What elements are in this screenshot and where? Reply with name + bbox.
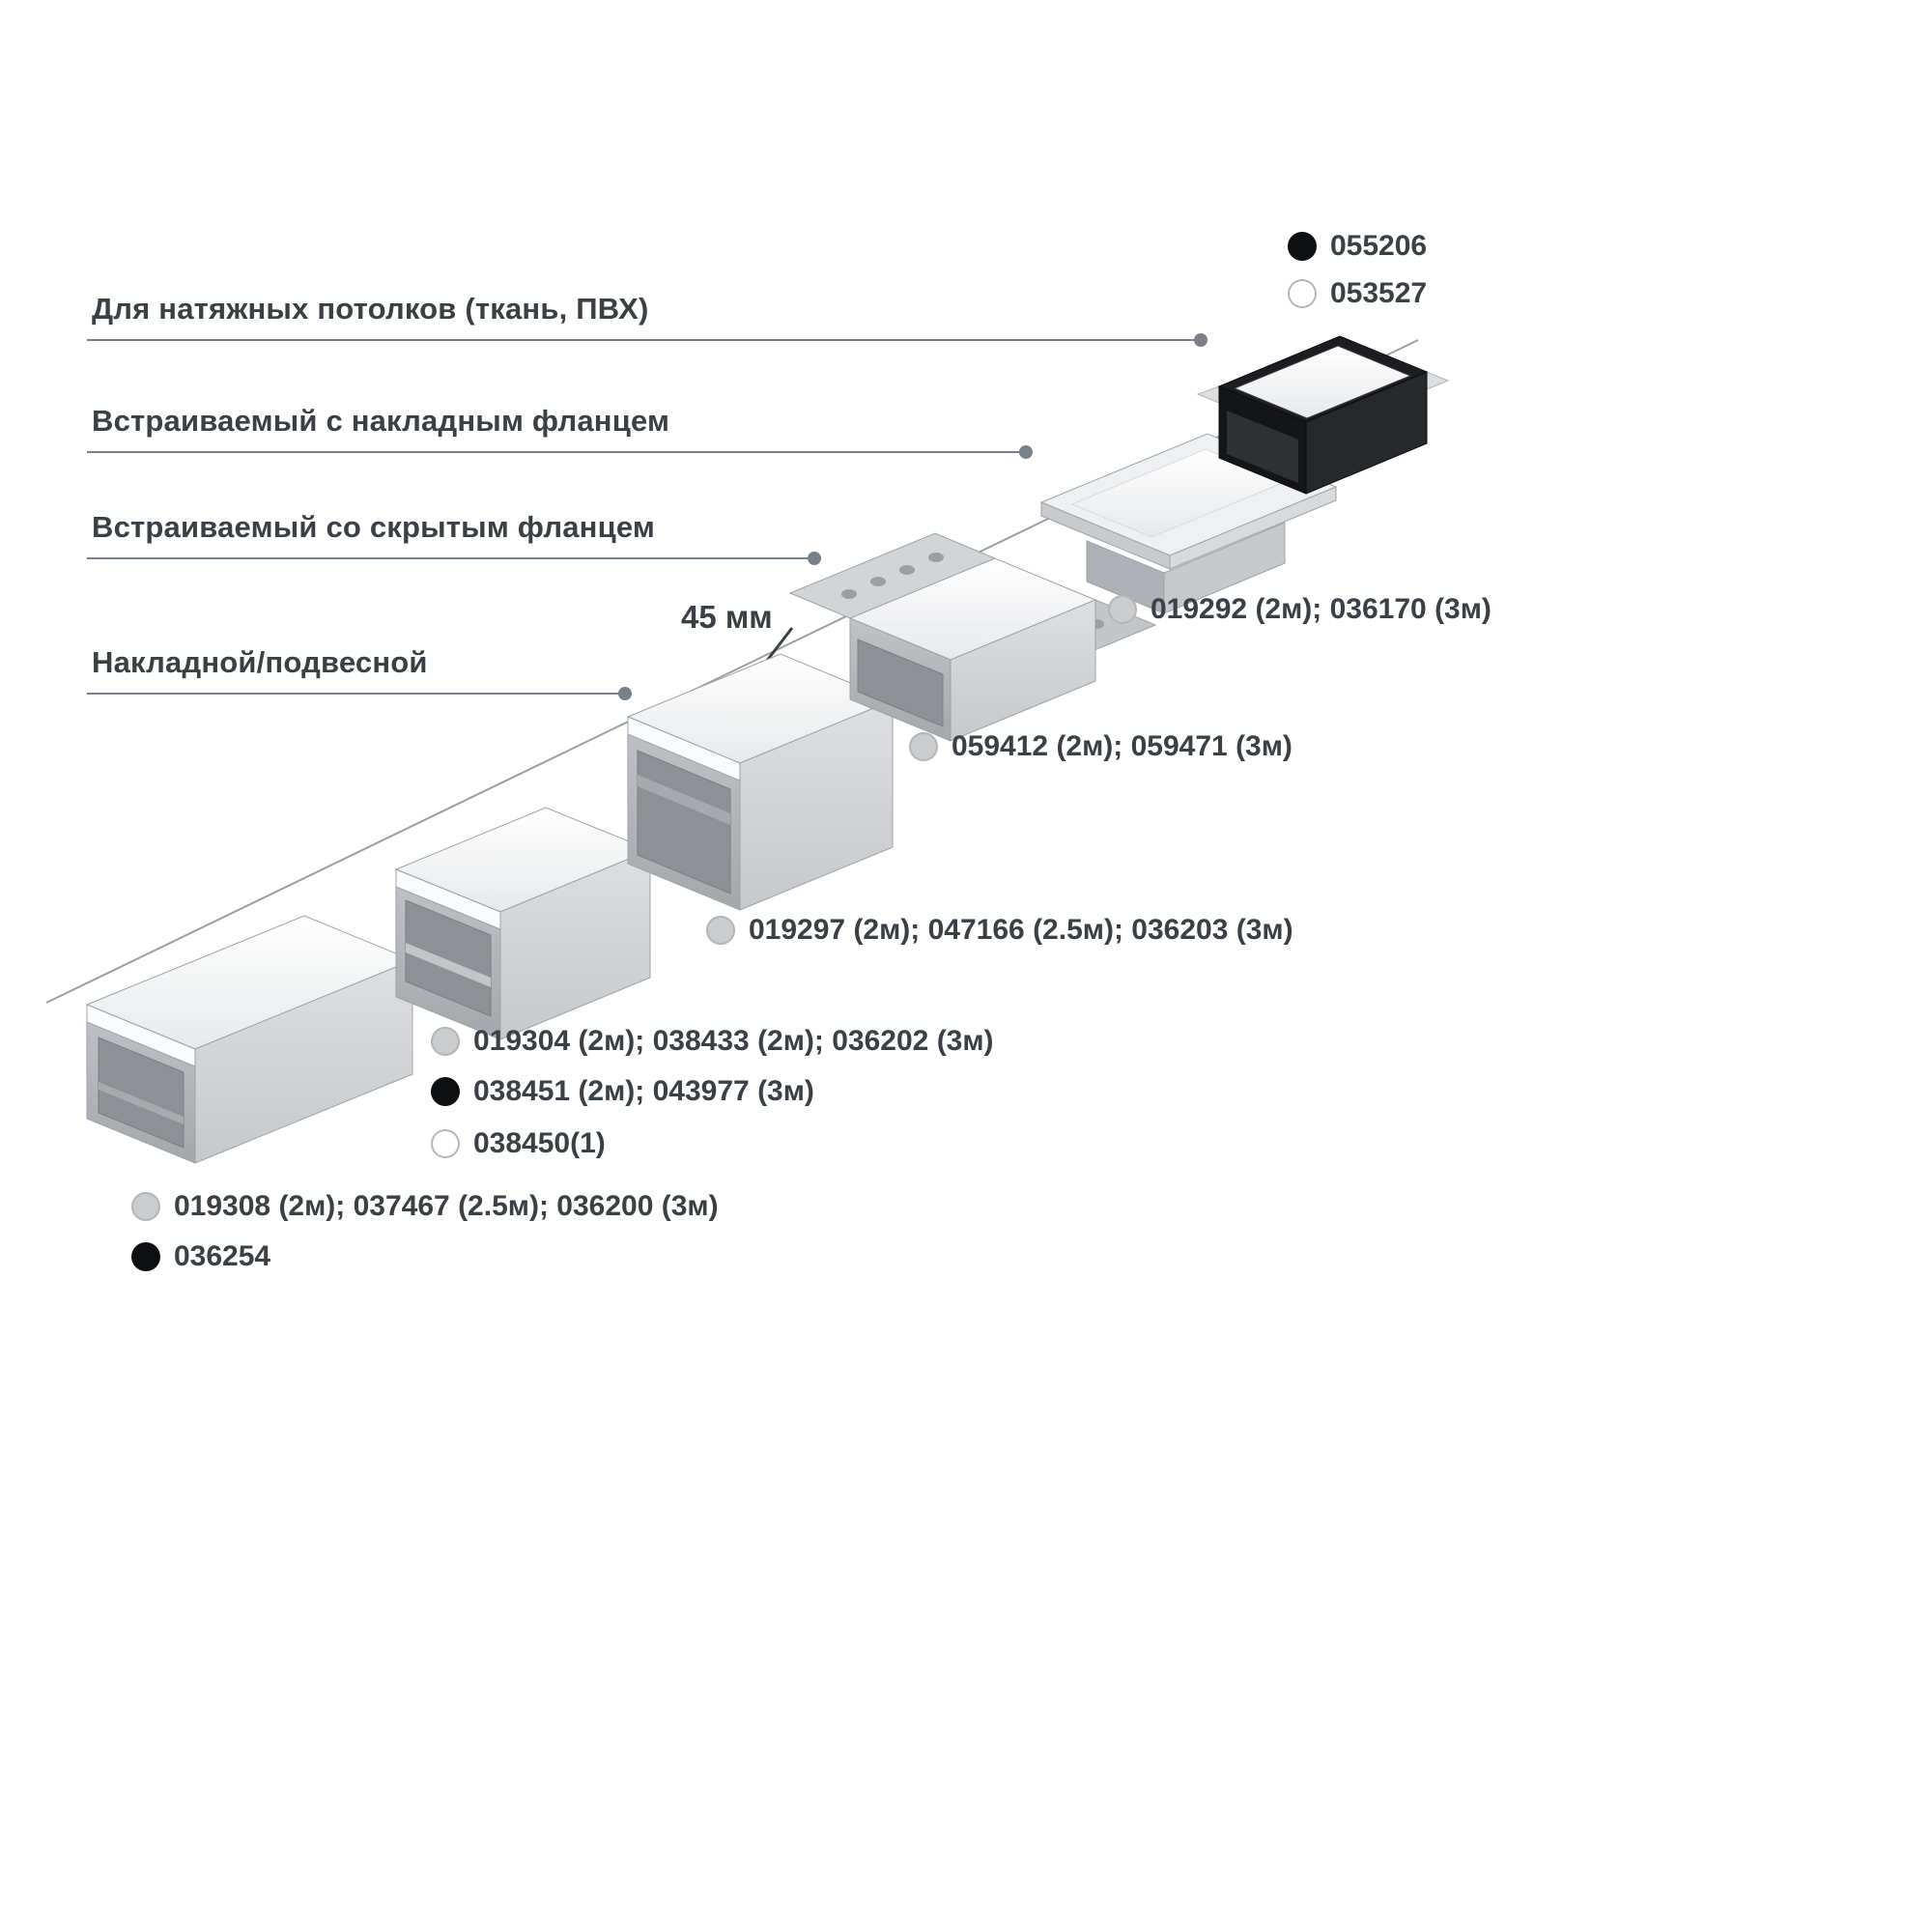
product-codes-row: 036254: [131, 1240, 270, 1273]
profile-surface-cube: [626, 653, 895, 911]
category-label-recessed-surface-flange: Встраиваемый с накладным фланцем: [92, 404, 670, 438]
leader-line-recessed-hidden-flange: [87, 552, 821, 565]
product-codes: 019297 (2м); 047166 (2.5м); 036203 (3м): [749, 914, 1293, 946]
product-codes: 019308 (2м); 037467 (2.5м); 036200 (3м): [174, 1190, 719, 1222]
profile-recessed-hidden-flange: [788, 532, 1157, 742]
legend-code: 055206: [1330, 230, 1428, 262]
product-codes: 059412 (2м); 059471 (3м): [952, 730, 1293, 762]
product-codes: 036254: [174, 1240, 271, 1272]
leader-line-surface-suspended: [87, 687, 632, 700]
product-codes-row: 019304 (2м); 038433 (2м); 036202 (3м): [431, 1025, 994, 1058]
legend-color-dot: [1288, 232, 1317, 261]
legend-code: 053527: [1330, 277, 1428, 309]
product-codes-row: 038451 (2м); 043977 (3м): [431, 1075, 814, 1108]
profile-surface-tall: [394, 807, 652, 1040]
profile-surface-low: [85, 915, 414, 1164]
product-codes: 019304 (2м); 038433 (2м); 036202 (3м): [473, 1025, 994, 1057]
leader-lines: [87, 333, 1208, 700]
product-color-dot: [131, 1192, 160, 1221]
product-codes-row: 059412 (2м); 059471 (3м): [909, 730, 1293, 763]
category-label-recessed-hidden-flange: Встраиваемый со скрытым фланцем: [92, 510, 656, 544]
product-color-dot: [431, 1077, 460, 1106]
category-label-surface-suspended: Накладной/подвесной: [92, 645, 428, 679]
dimension-label: 45 мм: [681, 599, 773, 635]
leader-line-stretch-ceiling: [87, 333, 1208, 347]
product-codes-row: 019297 (2м); 047166 (2.5м); 036203 (3м): [706, 914, 1293, 947]
product-color-dot: [131, 1242, 160, 1271]
product-color-dot: [431, 1129, 460, 1158]
product-codes-row: 019308 (2м); 037467 (2.5м); 036200 (3м): [131, 1190, 719, 1223]
category-label-stretch-ceiling: Для натяжных потолков (ткань, ПВХ): [92, 292, 649, 326]
product-codes: 019292 (2м); 036170 (3м): [1151, 593, 1492, 625]
legend-item: 055206: [1288, 230, 1427, 263]
legend-item: 053527: [1288, 277, 1427, 310]
product-codes: 038451 (2м); 043977 (3м): [473, 1075, 814, 1107]
product-color-dot: [1108, 595, 1137, 624]
product-color-dot: [706, 916, 735, 945]
product-codes-row: 019292 (2м); 036170 (3м): [1108, 593, 1492, 626]
product-color-dot: [431, 1027, 460, 1056]
leader-line-recessed-surface-flange: [87, 445, 1033, 459]
product-color-dot: [909, 732, 938, 761]
legend-color-dot: [1288, 279, 1317, 308]
product-codes-row: 038450(1): [431, 1127, 606, 1160]
profile-stretch-ceiling: [1196, 335, 1450, 495]
product-codes: 038450(1): [473, 1127, 606, 1159]
